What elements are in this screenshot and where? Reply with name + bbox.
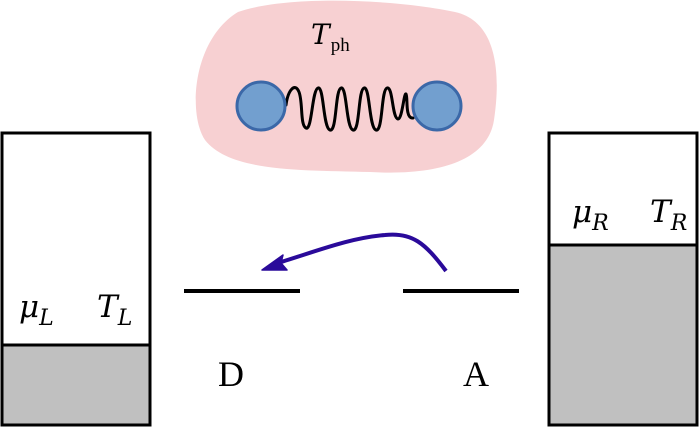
right-chemical-potential-label: μR [572,194,609,236]
right-lead-box [547,131,699,427]
phonon-bath-blob [195,0,497,173]
donor-label: D [218,354,244,394]
left-lead: μL TL [0,131,152,427]
spring [284,86,415,132]
left-temperature-label: TL [97,289,132,331]
right-ball [411,80,463,132]
transfer-arrowhead [261,254,288,271]
left-lead-box [0,131,152,427]
acceptor-label: A [463,354,489,394]
left-lead-filled-region [2,345,150,425]
transfer-arrow [277,232,448,273]
left-chemical-potential-label: μL [19,289,54,331]
right-lead: μR TR [547,131,699,427]
left-ball [235,80,287,132]
phonon-temperature-label: Tph [311,18,350,56]
right-lead-filled-region [549,245,697,425]
right-temperature-label: TR [650,194,687,236]
